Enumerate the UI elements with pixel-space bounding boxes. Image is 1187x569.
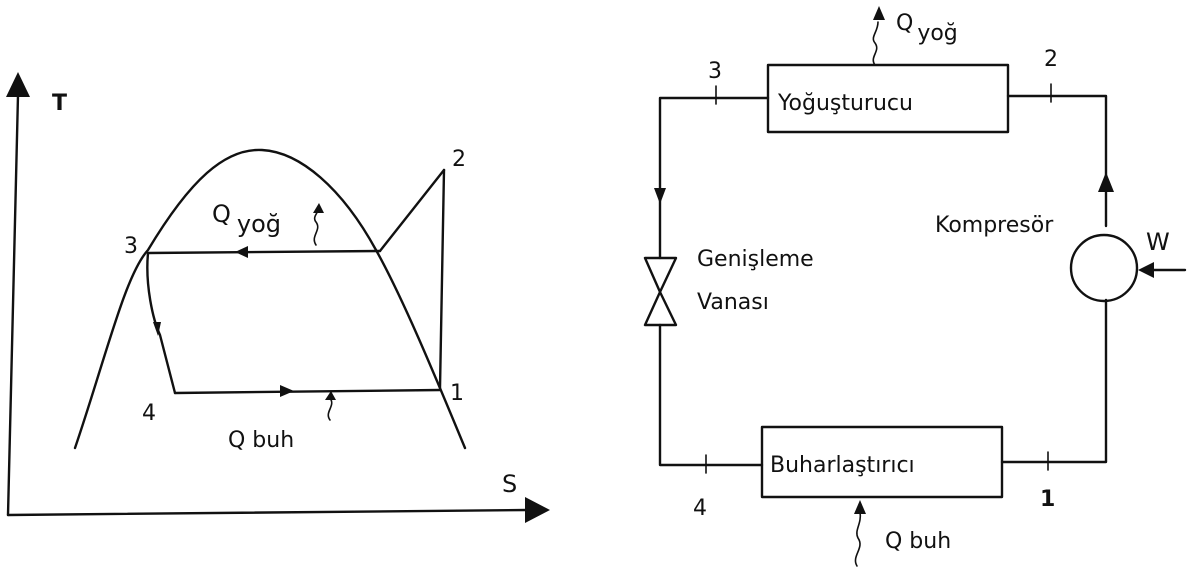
t-axis-label: T bbox=[52, 91, 67, 116]
state-1-label: 1 bbox=[1040, 487, 1055, 512]
pipe-evaporator-to-compressor bbox=[1000, 298, 1108, 464]
t-axis-arrow-icon bbox=[6, 72, 30, 97]
cycle-schematic: Yoğuşturucu Buharlaştırıcı Kompresör W G… bbox=[643, 6, 1187, 567]
flow-up-arrow-icon bbox=[1098, 172, 1114, 192]
valve-label-line2: Vanası bbox=[697, 290, 769, 315]
pipe-condenser-to-valve bbox=[658, 96, 770, 260]
evaporator-box bbox=[760, 425, 1004, 499]
expansion-valve-icon bbox=[643, 256, 678, 327]
expansion-line bbox=[146, 251, 177, 395]
q-bottom-squiggle-icon bbox=[854, 511, 862, 567]
ts-point-1: 1 bbox=[450, 381, 464, 406]
valve-label-line1: Genişleme bbox=[697, 247, 814, 272]
saturation-dome bbox=[73, 148, 467, 450]
desuperheat-line bbox=[378, 168, 446, 253]
q-bottom-arrow-icon bbox=[854, 500, 866, 514]
compressor-circle-icon bbox=[1069, 233, 1139, 303]
ts-point-4: 4 bbox=[142, 401, 156, 426]
state-3-label: 3 bbox=[708, 59, 722, 84]
evaporator-label: Buharlaştırıcı bbox=[770, 453, 915, 478]
ts-point-3: 3 bbox=[124, 234, 138, 259]
condensation-line bbox=[146, 249, 382, 255]
condenser-box bbox=[766, 63, 1010, 134]
pipe-compressor-to-condenser bbox=[1006, 94, 1108, 228]
q-top-squiggle-icon bbox=[872, 21, 879, 66]
state-4-label: 4 bbox=[693, 496, 707, 521]
q-evaporator-arrow-icon bbox=[325, 391, 336, 400]
pipe-valve-to-evaporator bbox=[658, 323, 764, 467]
ts-point-2: 2 bbox=[452, 147, 466, 172]
compression-line bbox=[438, 168, 446, 390]
condenser-label: Yoğuşturucu bbox=[777, 91, 913, 116]
q-evaporator-squiggle-icon bbox=[327, 397, 333, 421]
t-axis bbox=[6, 93, 20, 517]
expansion-direction-arrow-icon bbox=[153, 322, 161, 336]
q-condenser-arrow-icon bbox=[313, 203, 324, 213]
q-top-arrow-icon bbox=[873, 6, 885, 20]
evaporation-line bbox=[173, 388, 442, 395]
compressor-label: Kompresör bbox=[935, 213, 1054, 238]
s-axis-label: S bbox=[502, 470, 517, 498]
condensation-direction-arrow-icon bbox=[235, 246, 248, 258]
s-axis-arrow-icon bbox=[525, 497, 550, 523]
evaporation-direction-arrow-icon bbox=[280, 385, 294, 397]
work-label: W bbox=[1146, 228, 1170, 256]
q-bottom-label: Q buh bbox=[885, 529, 951, 554]
ts-q-evaporator-label: Q buh bbox=[228, 428, 294, 453]
state-2-label: 2 bbox=[1044, 47, 1058, 72]
work-input-arrow-icon bbox=[1138, 262, 1154, 278]
flow-down-arrow-icon bbox=[654, 188, 666, 204]
q-condenser-squiggle-icon bbox=[313, 209, 319, 246]
s-axis bbox=[6, 508, 529, 517]
